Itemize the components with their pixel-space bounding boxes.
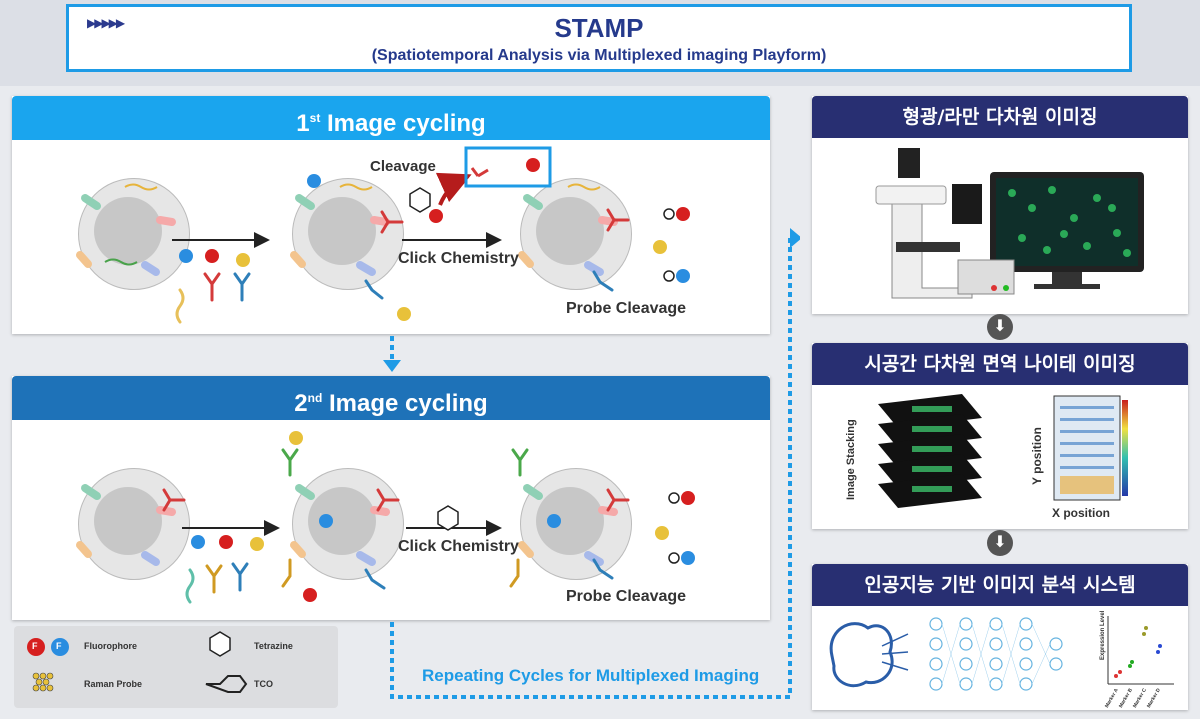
microscope-graphic <box>875 148 1144 299</box>
legend-graphics <box>27 631 248 693</box>
play-arrows-icon: ▶▶▶▶▶ <box>87 16 125 30</box>
fluor-1 <box>179 158 690 321</box>
cell-1c <box>520 178 632 290</box>
page-title: STAMP <box>554 13 644 43</box>
cleavage-label: Cleavage <box>370 158 436 175</box>
cycle2-title: 2nd Image cycling <box>12 376 770 420</box>
expression-level-label: Expression Level <box>1100 610 1106 660</box>
legend-tco: TCO <box>254 679 273 689</box>
click-chemistry-label-1: Click Chemistry <box>398 250 519 267</box>
imaging-panel-title: 형광/라만 다차원 이미징 <box>812 96 1188 138</box>
ai-analysis-panel-title: 인공지능 기반 이미지 분석 시스템 <box>812 564 1188 606</box>
legend-fluorophore: Fluorophore <box>84 641 137 651</box>
legend-box: F F Fluorophore Raman Probe Tetrazine TC… <box>14 626 338 708</box>
cell-2c <box>520 468 632 580</box>
down-arrow-icon: ⬇ <box>987 314 1013 340</box>
cell-1a <box>78 178 190 290</box>
immune-ring-panel-title: 시공간 다차원 면역 나이테 이미징 <box>812 343 1188 385</box>
cell-2a <box>78 468 190 580</box>
legend-raman-probe: Raman Probe <box>84 679 143 689</box>
legend-f-red: F <box>32 641 38 651</box>
image-stacking-graphic <box>878 394 1128 508</box>
probe-cleavage-label-1: Probe Cleavage <box>566 300 687 317</box>
down-arrow-icon: ⬇ <box>987 530 1013 556</box>
legend-f-blue: F <box>56 641 62 651</box>
page-subtitle: (Spatiotemporal Analysis via Multiplexed… <box>371 47 827 64</box>
ai-graphic <box>829 616 1174 691</box>
cell-1b <box>292 178 404 290</box>
image-stacking-label: Image Stacking <box>845 419 857 500</box>
cycle1-title: 1st Image cycling <box>12 96 770 140</box>
cell-markers-1 <box>76 194 618 276</box>
x-position-label: X position <box>1052 506 1110 520</box>
repeating-cycles-label: Repeating Cycles for Multiplexed Imaging <box>422 666 760 685</box>
title-box: ▶▶▶▶▶ STAMP (Spatiotemporal Analysis via… <box>66 4 1132 72</box>
probe-cleavage-label-2: Probe Cleavage <box>566 588 687 605</box>
click-chemistry-label-2: Click Chemistry <box>398 538 519 555</box>
legend-tetrazine: Tetrazine <box>254 641 293 651</box>
cycle-diagram-graphics <box>76 146 800 699</box>
y-position-label: Y position <box>1030 427 1044 485</box>
